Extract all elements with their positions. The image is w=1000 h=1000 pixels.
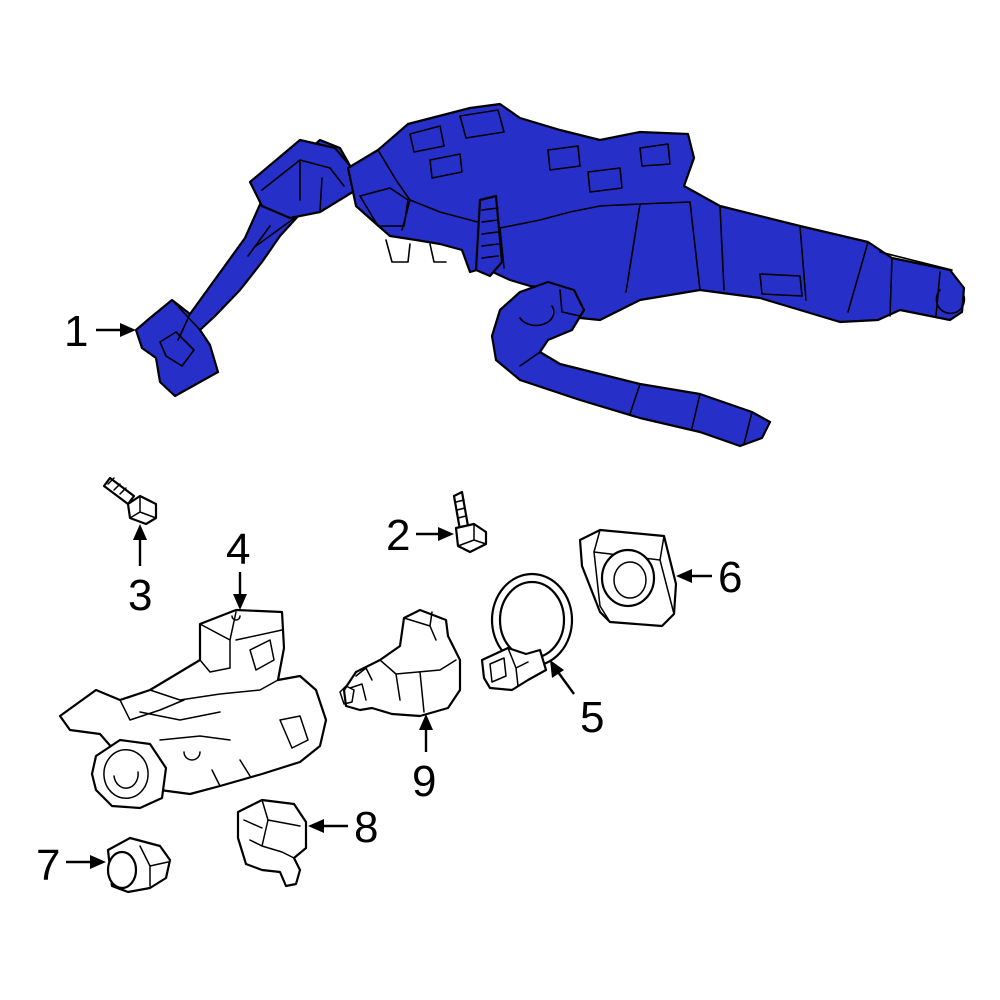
callout-arrows: [66, 323, 712, 869]
steering-column-assembly[interactable]: [134, 102, 966, 448]
callout-7: 7: [36, 841, 60, 890]
callout-8: 8: [354, 803, 378, 852]
bezel-6[interactable]: [578, 528, 678, 628]
callout-9: 9: [412, 757, 436, 806]
callout-1: 1: [64, 307, 88, 356]
lock-cylinder-9[interactable]: [339, 608, 462, 718]
ignition-lock-housing-4[interactable]: [58, 608, 328, 810]
ring-sensor-5[interactable]: [480, 572, 574, 692]
callout-4: 4: [226, 525, 250, 574]
cap-7[interactable]: [106, 836, 172, 894]
bolt-2[interactable]: [452, 490, 488, 554]
bolt-3[interactable]: [102, 476, 158, 526]
callout-2: 2: [386, 511, 410, 560]
callout-6: 6: [718, 553, 742, 602]
callout-3: 3: [128, 571, 152, 620]
callout-5: 5: [580, 693, 604, 742]
switch-8[interactable]: [236, 798, 308, 888]
